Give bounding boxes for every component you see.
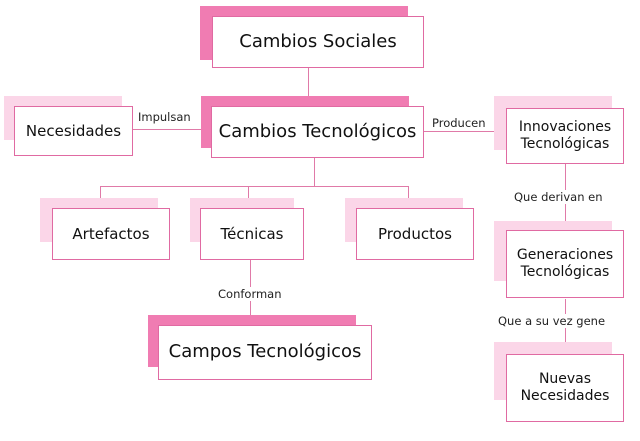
connector-necesidades-tecnologicos (133, 129, 211, 130)
node-nuevas-line2: Necesidades (520, 388, 610, 404)
connector-branch-productos (408, 186, 409, 200)
edge-label-impulsan: Impulsan (136, 110, 193, 124)
connector-tecnologicos-trunk (314, 158, 315, 186)
node-artefactos: Artefactos (52, 208, 170, 260)
edge-label-que-derivan: Que derivan en (512, 190, 605, 204)
edge-label-producen: Producen (430, 116, 488, 130)
connector-branch-artefactos (100, 186, 101, 200)
node-generaciones-line1: Generaciones (516, 246, 614, 263)
node-innovaciones-line1: Innovaciones (518, 118, 612, 135)
node-innovaciones-line2: Tecnológicas (520, 136, 610, 152)
node-cambios-sociales: Cambios Sociales (212, 16, 424, 68)
node-nuevas-necesidades: Nuevas Necesidades (506, 354, 624, 422)
node-nuevas-line1: Nuevas (538, 370, 592, 387)
node-cambios-tecnologicos: Cambios Tecnológicos (211, 106, 424, 158)
connector-branch-tecnicas (248, 186, 249, 200)
connector-branch-horizontal (100, 186, 408, 187)
node-generaciones-tecnologicas: Generaciones Tecnológicas (506, 230, 624, 298)
node-necesidades: Necesidades (14, 106, 133, 156)
connector-tecnologicos-innovaciones (423, 131, 506, 132)
node-productos: Productos (356, 208, 474, 260)
node-campos-tecnologicos: Campos Tecnológicos (158, 325, 372, 380)
edge-label-que-a-su-vez: Que a su vez gene (496, 314, 608, 328)
connector-sociales-tecnologicos (308, 66, 309, 100)
edge-label-conforman: Conforman (216, 287, 284, 301)
node-tecnicas: Técnicas (200, 208, 304, 260)
node-innovaciones-tecnologicas: Innovaciones Tecnológicas (506, 108, 624, 164)
node-generaciones-line2: Tecnológicas (520, 264, 610, 280)
